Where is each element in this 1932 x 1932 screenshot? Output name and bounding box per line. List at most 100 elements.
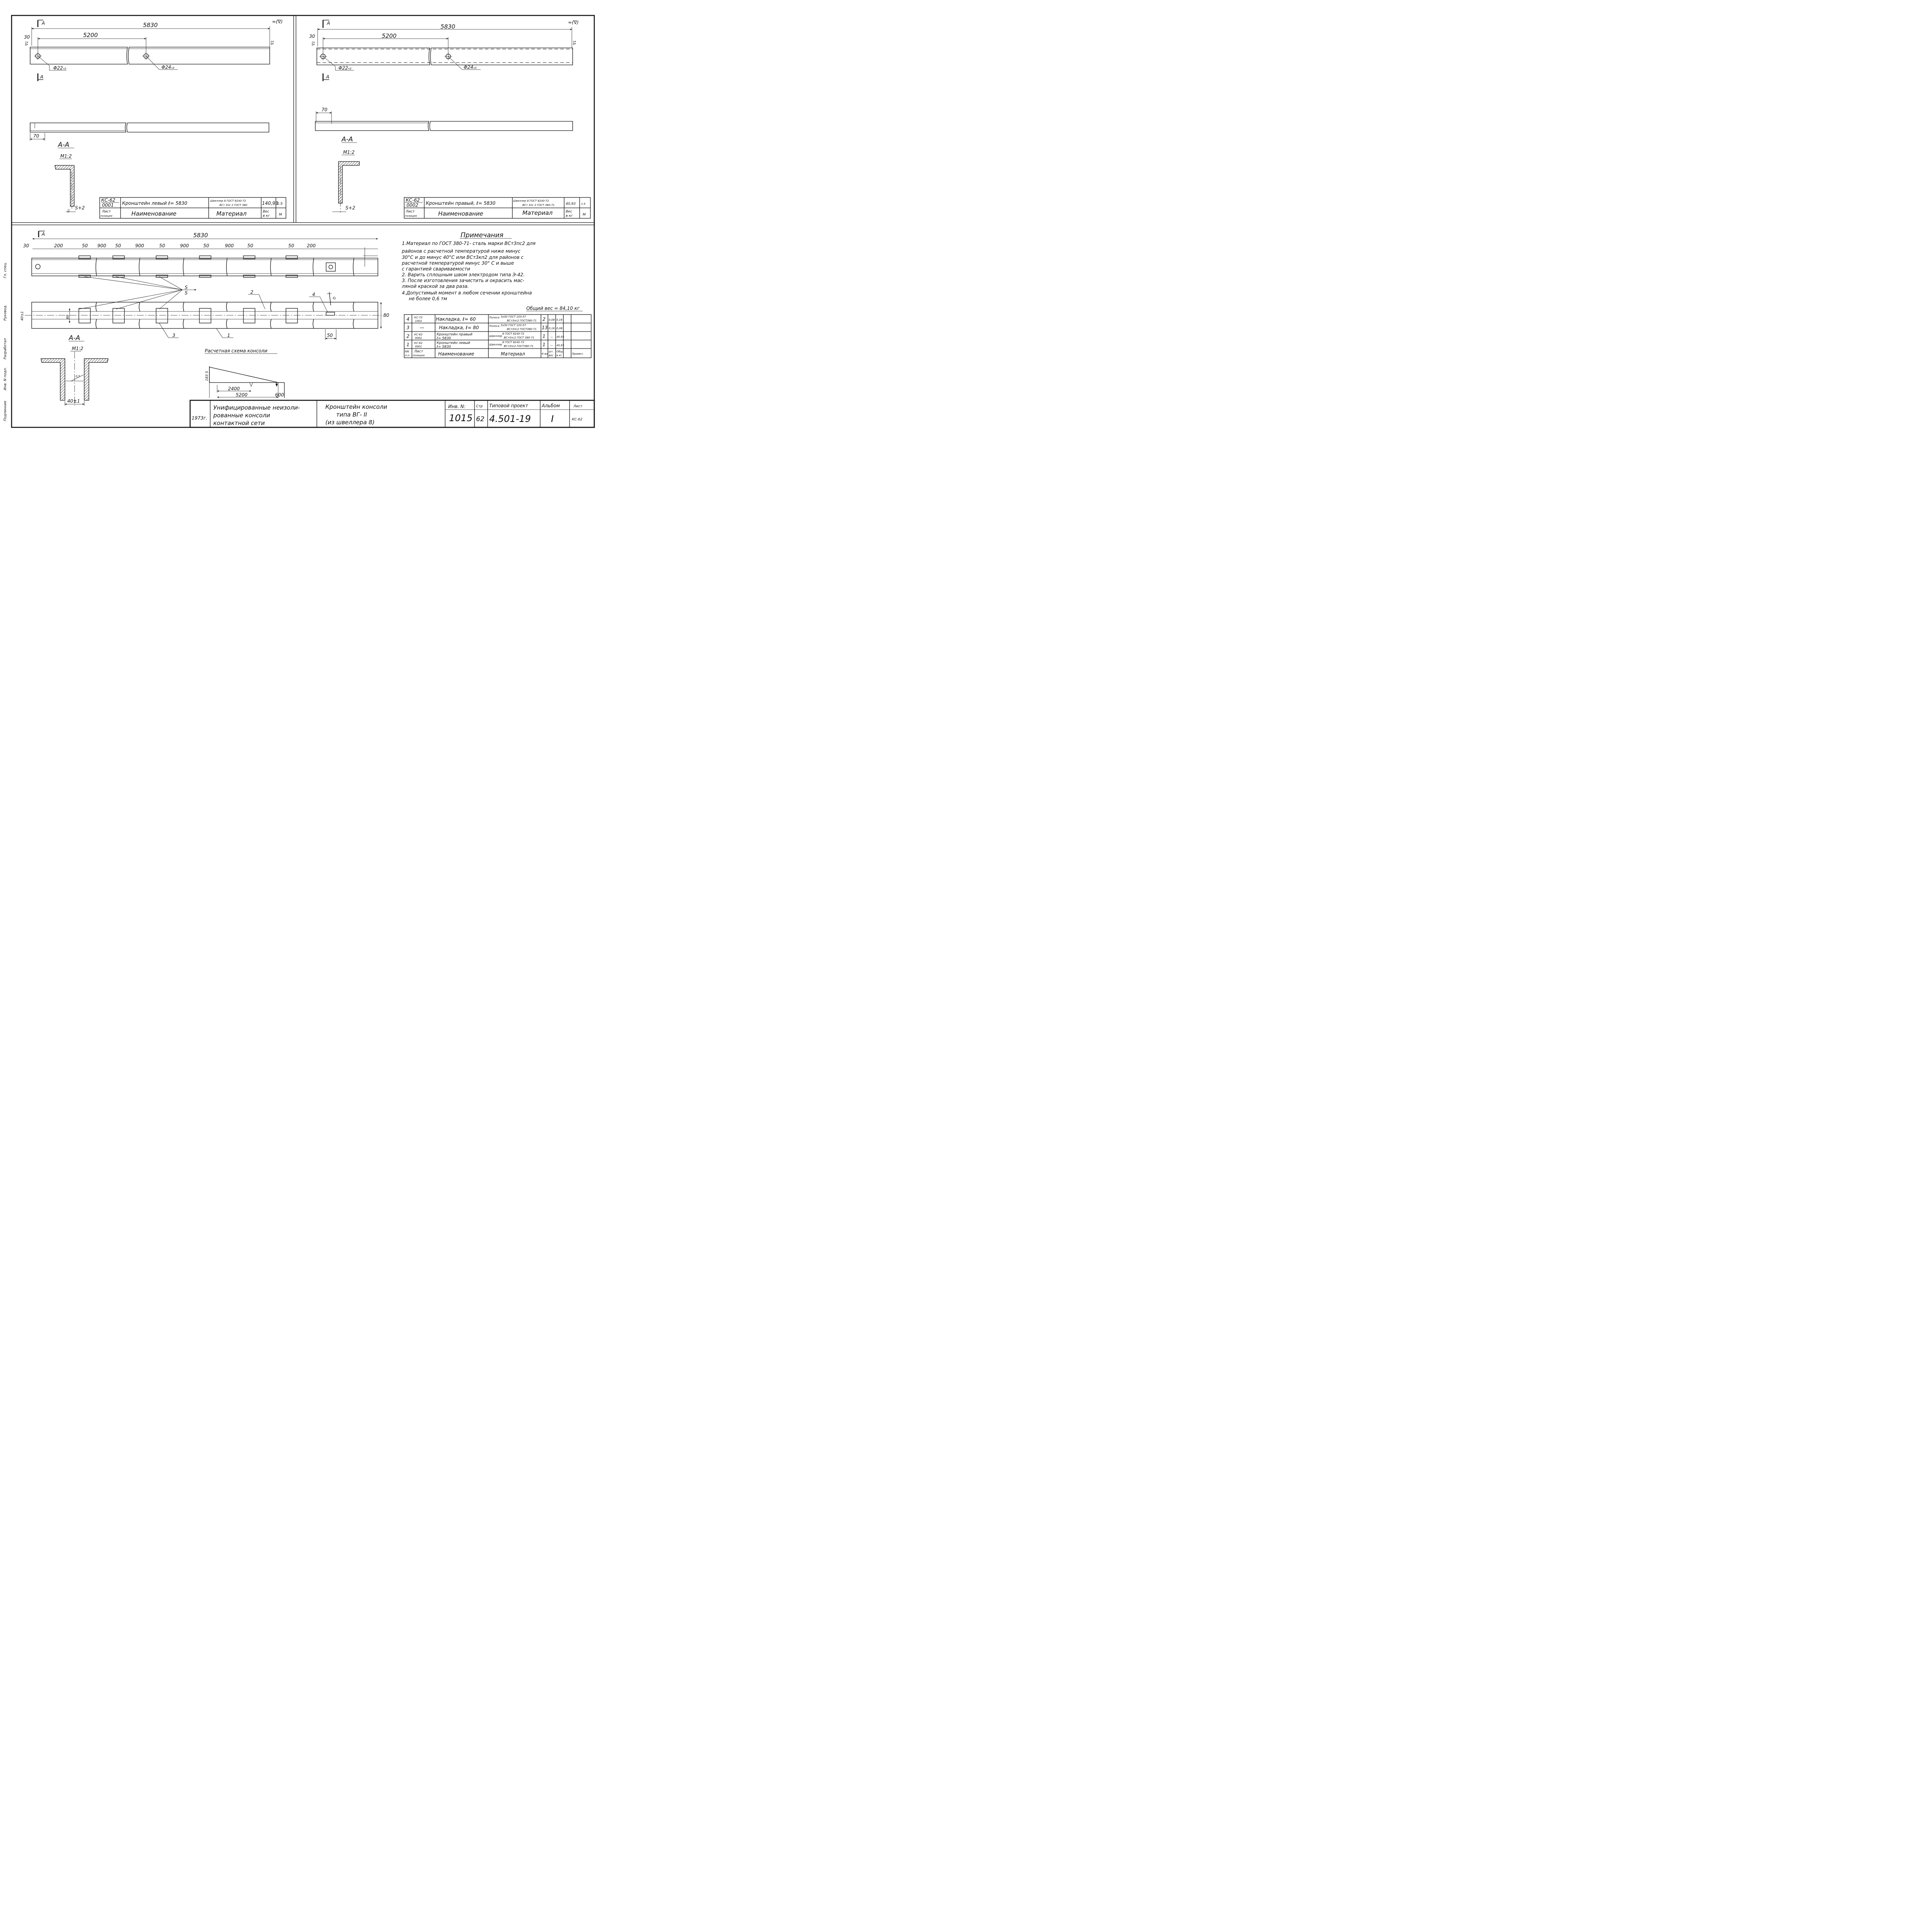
- right-bracket-view: A A 5830 ≈(∇) 5200 30 ∇1 ∇1 Φ22ч3: [309, 20, 578, 213]
- assembly-view: A 5830 30 200 50 900 50 900 50 900 50 90…: [20, 231, 389, 406]
- org-line: контактной сети: [213, 420, 265, 427]
- section-mark: A: [326, 74, 329, 80]
- section-mark: A: [41, 231, 45, 237]
- header-qty: К-во: [542, 352, 548, 355]
- header-sheet: Лист: [414, 350, 423, 354]
- spacing-dim: 900: [135, 243, 144, 248]
- header-unit: шт.: [549, 350, 554, 353]
- header-sheet: Лист: [102, 210, 111, 214]
- sheet-value: КС-62: [572, 418, 583, 422]
- header-scale: М: [583, 213, 586, 217]
- part-weight: 40,93: [566, 202, 576, 206]
- row-sheet: КС-62: [414, 342, 423, 345]
- row-mat: 8 ГОСТ 8240-72: [502, 332, 524, 335]
- callout-number: 3: [172, 333, 175, 338]
- drawing-sheet: Подлинник Инв. N подл. Разработал Руково…: [3, 15, 595, 428]
- part-material: ВСт 3пс 2 ГОСТ 380: [219, 204, 247, 207]
- hole-diameter-label: Φ22ч3: [338, 65, 351, 71]
- row-num: 1: [406, 342, 410, 347]
- margin-label: Инв. N подл.: [3, 367, 7, 390]
- margin-label: Руковод.: [3, 304, 7, 321]
- left-bracket-view: A A 5830 ≈(∇) 5200 30 ∇1 ∇1 Φ22ч: [24, 19, 282, 213]
- overall-dimension: 5830: [440, 23, 455, 30]
- note-line: районов с расчетной температурой ниже ми…: [401, 248, 520, 254]
- row-unit: 0,16: [549, 327, 555, 330]
- hole-diameter-label: Φ24ч3: [464, 65, 476, 70]
- spec-row: 1 КС-62 0001 Кронштейн левый ℓ= 5830 Шве…: [406, 341, 564, 349]
- margin-label: Гл. спец.: [3, 262, 7, 278]
- section-title: А-А: [58, 141, 69, 149]
- project-label: Типовой проект: [489, 403, 529, 408]
- row-name: Кронштейн правый: [437, 333, 473, 337]
- segment-breaks: [95, 258, 354, 276]
- header-position: позиция: [405, 214, 417, 218]
- section-mark: A: [327, 20, 330, 26]
- edge-dimension: 30: [23, 243, 29, 248]
- section-title: А-А: [68, 334, 80, 342]
- edge-mark: ∇1: [312, 41, 316, 46]
- spacing-dim: 50: [159, 243, 165, 248]
- width-dimension: 80: [383, 313, 389, 318]
- spacing-dim: 900: [225, 243, 234, 248]
- inv-label: Инв. N:: [448, 404, 466, 409]
- title-block: 1973г. Унифицированные неизоли- рованные…: [189, 400, 595, 428]
- part-name: Кронштейн правый, ℓ= 5830: [426, 201, 496, 206]
- row-mat: 5х50 ГОСТ 103-57: [501, 324, 526, 327]
- row-mat: 8 ГОСТ 8240-72: [502, 341, 524, 344]
- end-plate-dimension: 50: [327, 333, 333, 338]
- right-parts-table: КС-62 0002 Кронштейн правый, ℓ= 5830 Шве…: [404, 197, 591, 219]
- sheet-label: Лист: [573, 405, 583, 408]
- row-name: Кронштейн левый: [437, 341, 470, 345]
- spec-row: 2 КС-62 0002 Кронштейн правый ℓ= 5830 Шв…: [406, 332, 564, 340]
- row-mat: ВСт3пс2 ГОСТ380-71: [507, 319, 537, 322]
- header-name: Наименование: [131, 210, 177, 217]
- row-unit: —: [550, 344, 553, 347]
- header-name: Наименование: [438, 351, 474, 357]
- section-scale: М1:2: [343, 150, 355, 155]
- spec-header: NN п.п. Лист позиция Наименование Матери…: [405, 350, 583, 357]
- title-line: (из швеллера 8): [325, 419, 374, 426]
- row-mat: ВСт3пс2 ГОСТ 380-71: [504, 336, 534, 339]
- row-name: Накладка, ℓ= 80: [439, 325, 479, 330]
- header-note: Примеч.: [572, 352, 583, 355]
- row-sheet: 1002: [415, 320, 422, 323]
- header-position: позиция: [413, 354, 425, 357]
- title-year: 1973г.: [192, 415, 207, 421]
- callout-number: 1: [227, 333, 230, 338]
- row-total: 40,93: [556, 335, 564, 338]
- row-num: 4: [406, 316, 410, 322]
- section-scale: М1:2: [60, 153, 72, 159]
- calc-dim: 600: [275, 392, 284, 398]
- part-material: Швеллер 8 ГОСТ 8240-72: [210, 199, 246, 202]
- plan-dimension: 70: [33, 133, 39, 139]
- title-line: Кронштейн консоли: [325, 403, 387, 410]
- edge-mark: ∇1: [573, 40, 577, 45]
- row-mat-kind: Швеллер: [489, 335, 502, 338]
- weld-mark: S: [185, 285, 188, 290]
- section-title: А-А: [341, 136, 353, 143]
- part-name: Кронштейн левый ℓ= 5830: [122, 201, 187, 206]
- left-parts-table: КС-62 0001 Кронштейн левый ℓ= 5830 Швелл…: [99, 197, 286, 219]
- row-mat-kind: Швеллер: [489, 343, 502, 346]
- callout-number: 4: [312, 292, 315, 297]
- section-mark: A: [40, 74, 43, 80]
- row-total: 0,08: [556, 327, 563, 330]
- header-num: NN: [405, 350, 409, 353]
- album-label: Альбом: [541, 403, 560, 408]
- section-mark: A: [41, 20, 45, 26]
- row-unit: 0,08: [549, 318, 555, 321]
- spec-row: 4 КС-73 1002 Накладка, ℓ= 60 Полоса 5х50…: [406, 315, 563, 323]
- segment-breaks-plan: [95, 302, 354, 329]
- row-total: 0,16: [556, 318, 563, 321]
- header-name: Наименование: [438, 210, 483, 217]
- header-weight: Вес: [566, 210, 572, 214]
- plates-top: [78, 255, 298, 278]
- gap-dimension: 0,5: [76, 375, 80, 378]
- header-weight-unit: в кг: [566, 214, 573, 218]
- title-line: типа ВГ- II: [336, 411, 367, 418]
- row-mat: 5х50 ГОСТ 103-57: [501, 315, 526, 318]
- weld-mark: S: [185, 290, 188, 296]
- tolerance-dimension: 40±1: [20, 311, 24, 321]
- note-line: 1.Материал по ГОСТ 380-71- сталь марки В…: [402, 241, 536, 246]
- row-qty: 1: [543, 342, 546, 347]
